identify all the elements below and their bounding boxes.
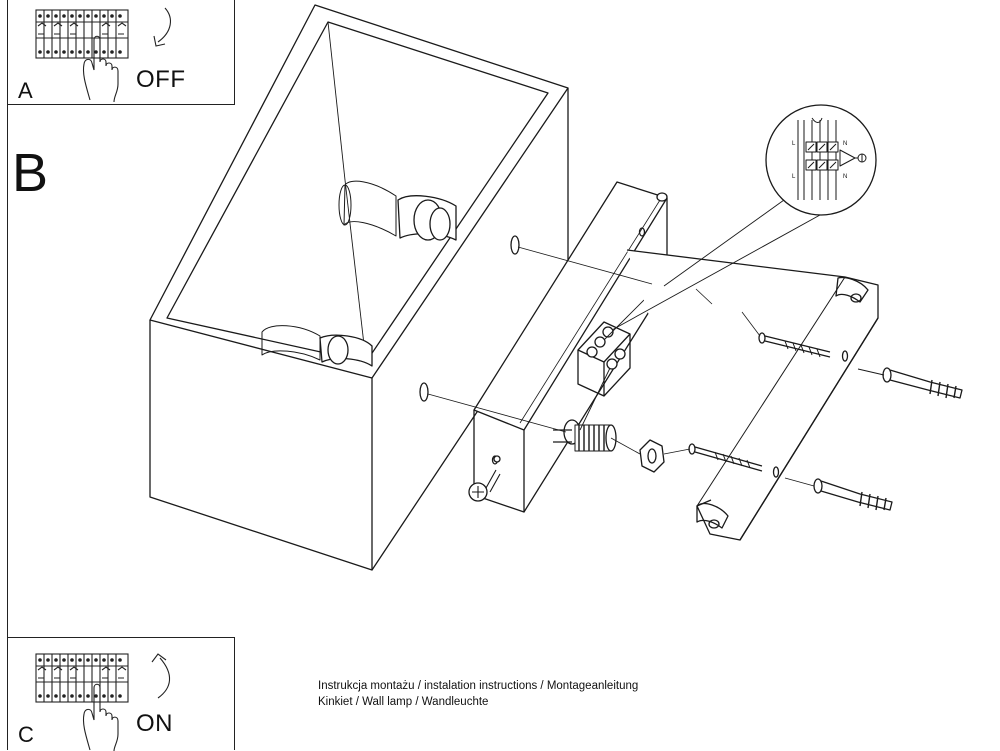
wall-plug-top: [857, 367, 963, 399]
left-border: [7, 0, 8, 750]
wiring-detail-callout: L N L N: [611, 104, 877, 331]
terminal-label-n-top: N: [843, 141, 847, 147]
assembly-guide-lines: [427, 246, 761, 455]
screw-top: [758, 332, 831, 358]
step-c-letter: C: [18, 722, 34, 747]
terminal-label-l-top: L: [792, 141, 796, 147]
caption-line-instructions: Instrukcja montażu / instalation instruc…: [318, 680, 639, 692]
caption-line-product: Kinkiet / Wall lamp / Wandleuchte: [318, 696, 489, 708]
breaker-off-illustration: [35, 7, 171, 103]
caption-block: Instrukcja montażu / instalation instruc…: [318, 678, 638, 710]
step-c-panel: C ON: [7, 637, 235, 751]
lamp-housing: [149, 4, 569, 571]
terminal-block: [577, 285, 659, 431]
off-label: OFF: [136, 66, 186, 93]
wall-plug-bottom: [784, 477, 893, 511]
threaded-nipple-bottom: [553, 419, 617, 452]
step-a-letter: A: [18, 78, 33, 103]
terminal-label-n-bottom: N: [843, 174, 847, 180]
terminal-label-l-bottom: L: [792, 174, 796, 180]
wall-bracket: [626, 249, 879, 541]
breaker-on-illustration: [35, 653, 171, 751]
mounting-plate: [473, 181, 668, 513]
step-b-letter: B: [12, 143, 49, 203]
hex-nut: [639, 439, 665, 473]
front-screw: [468, 455, 501, 502]
step-a-panel: A OFF: [7, 0, 235, 105]
on-label: ON: [136, 710, 173, 737]
